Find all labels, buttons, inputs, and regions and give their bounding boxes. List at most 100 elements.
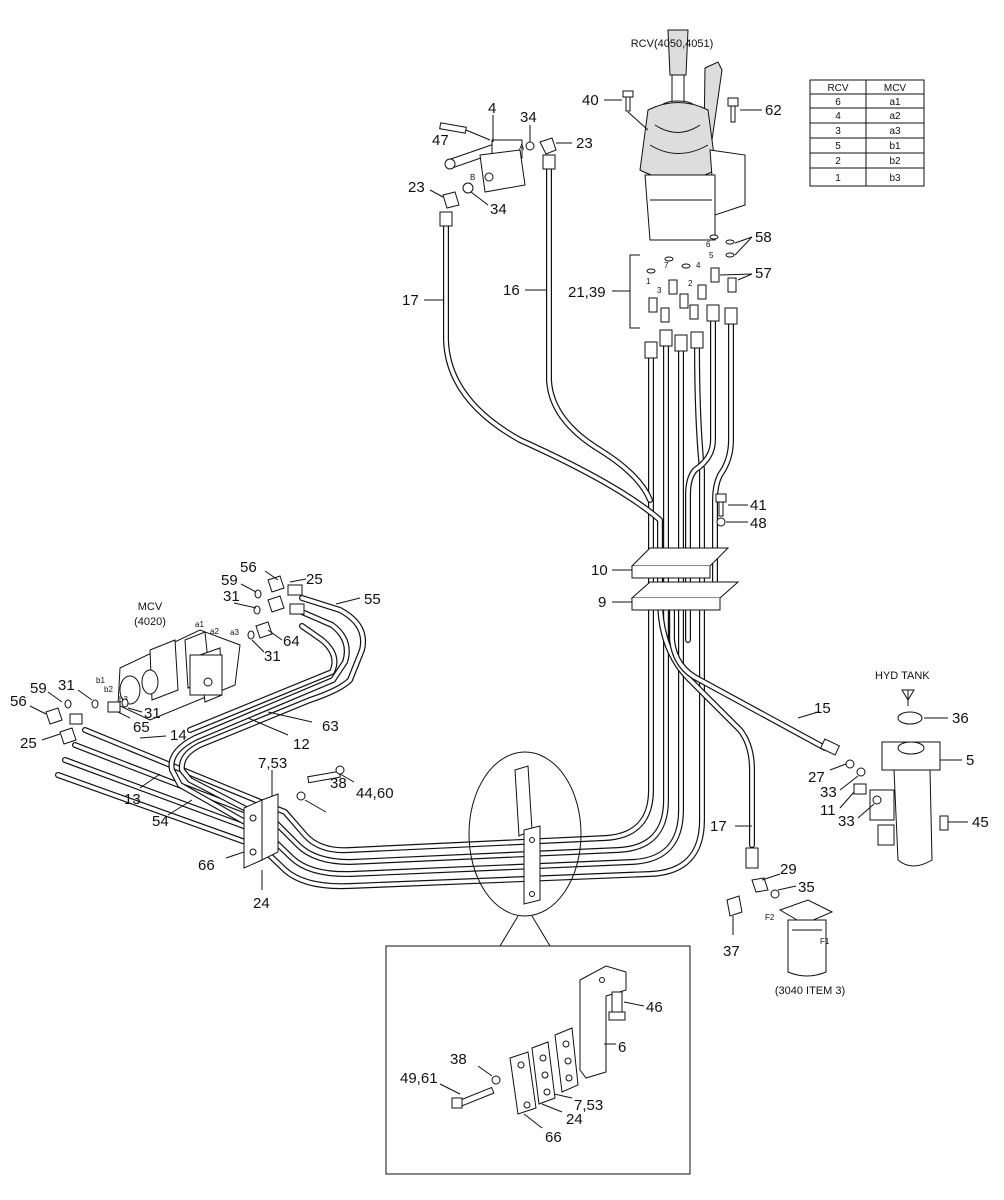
callout-17-lower: 17 (710, 818, 727, 835)
table-cell: 5 (835, 141, 841, 152)
callout-31-lower-b: 31 (144, 705, 161, 722)
callout-21-39: 21,39 (568, 284, 606, 301)
port-a2-label: a2 (210, 627, 219, 636)
callout-59-upper: 59 (221, 572, 238, 589)
callout-66-lower: 66 (545, 1129, 562, 1146)
port-b2-label: b2 (104, 685, 113, 694)
valve-4: 4 47 A B 34 23 23 34 (408, 100, 593, 218)
callout-16: 16 (503, 282, 520, 299)
hyd-tank-label: HYD TANK (875, 670, 930, 682)
callout-66-upper: 66 (198, 857, 215, 874)
callout-29: 29 (780, 861, 797, 878)
callout-36: 36 (952, 710, 969, 727)
filter-ref-label: (3040 ITEM 3) (775, 985, 845, 997)
table-cell: 2 (835, 156, 841, 167)
rcv-label: RCV(4050,4051) (631, 38, 714, 50)
callout-13: 13 (124, 791, 141, 808)
port-4-label: 4 (696, 261, 701, 270)
mcv-left-fittings: 59 31 56 65 31 25 14 13 54 (10, 677, 193, 830)
mcv-label: MCV (138, 601, 163, 613)
callout-31-lower-a: 31 (58, 677, 75, 694)
port-7-label: 7 (664, 261, 669, 270)
table-cell: b1 (889, 141, 901, 152)
callout-10: 10 (591, 562, 608, 579)
callout-15: 15 (814, 700, 831, 717)
table-header-rcv: RCV (827, 83, 848, 94)
rcv-port-fittings: 21,39 1 2 3 4 5 6 7 58 57 (568, 229, 772, 329)
bolt-62: 62 (727, 97, 782, 123)
callout-12: 12 (293, 736, 310, 753)
callout-62: 62 (765, 102, 782, 119)
callout-64: 64 (283, 633, 300, 650)
clamp-left: 7,53 66 24 44,60 38 (198, 755, 394, 912)
mcv-loop-pipes: 55 63 12 (168, 591, 381, 825)
rcv-mcv-table: RCV MCV 6 a1 4 a2 3 a3 5 b1 2 b2 1 b3 (809, 79, 925, 187)
port-6-label: 6 (706, 240, 711, 249)
callout-31-upper-b: 31 (264, 648, 281, 665)
callout-31-upper: 31 (223, 588, 240, 605)
callout-14: 14 (170, 727, 187, 744)
table-cell: a1 (889, 97, 901, 108)
callout-33-lower: 33 (838, 813, 855, 830)
callout-4: 4 (488, 100, 496, 117)
callout-41: 41 (750, 497, 767, 514)
port-a3-label: a3 (230, 628, 239, 637)
table-header-mcv: MCV (884, 83, 907, 94)
callout-38-lower: 38 (450, 1051, 467, 1068)
callout-7-53-lower: 7,53 (574, 1097, 603, 1114)
mcv-block: MCV (4020) a1 a2 a3 b1 b2 b3 (96, 601, 241, 721)
callout-54: 54 (152, 813, 169, 830)
filter-assembly: 17 29 35 37 F2 F1 (3040 ITEM 3) (710, 818, 845, 997)
detail-ellipse (468, 751, 582, 947)
rcv-joystick: RCV(4050,4051) (631, 29, 746, 241)
port-1-label: 1 (646, 277, 651, 286)
table-cell: b3 (889, 173, 901, 184)
table-cell: 4 (835, 111, 841, 122)
callout-57: 57 (755, 265, 772, 282)
callout-65: 65 (133, 719, 150, 736)
callout-46: 46 (646, 999, 663, 1016)
callout-56-lower: 56 (10, 693, 27, 710)
callout-59-lower: 59 (30, 680, 47, 697)
table-cell: 1 (835, 173, 841, 184)
callout-55: 55 (364, 591, 381, 608)
port-f2-label: F2 (765, 913, 775, 922)
callout-7-53-upper: 7,53 (258, 755, 287, 772)
port-2-label: 2 (688, 279, 693, 288)
callout-45: 45 (972, 814, 989, 831)
table-cell: a3 (889, 126, 901, 137)
callout-23-upper: 23 (576, 135, 593, 152)
mounting-plates: 10 9 41 48 (591, 493, 767, 611)
callout-48: 48 (750, 515, 767, 532)
callout-56-upper: 56 (240, 559, 257, 576)
callout-9: 9 (598, 594, 606, 611)
port-f1-label: F1 (820, 937, 830, 946)
callout-34-upper: 34 (520, 109, 537, 126)
callout-40: 40 (582, 92, 599, 109)
port-b1-label: b1 (96, 676, 105, 685)
callout-23-lower: 23 (408, 179, 425, 196)
table-cell: b2 (889, 156, 901, 167)
callout-35: 35 (798, 879, 815, 896)
port-b-label: B (470, 173, 475, 182)
callout-6: 6 (618, 1039, 626, 1056)
callout-17-upper: 17 (402, 292, 419, 309)
table-cell: 3 (835, 126, 841, 137)
callout-33-upper: 33 (820, 784, 837, 801)
pipe-bundle-main: 17 16 (55, 154, 828, 890)
mcv-upper-fittings: 56 25 59 31 64 31 (221, 559, 323, 665)
callout-49-61: 49,61 (400, 1070, 438, 1087)
callout-58: 58 (755, 229, 772, 246)
detail-box: 6 46 7,53 24 66 38 49,61 (385, 945, 691, 1175)
callout-27: 27 (808, 769, 825, 786)
callout-25-lower: 25 (20, 735, 37, 752)
callout-44-60: 44,60 (356, 785, 394, 802)
callout-34-lower: 34 (490, 201, 507, 218)
table-cell: 6 (835, 97, 841, 108)
port-a-label: A (519, 143, 525, 152)
port-5-label: 5 (709, 251, 714, 260)
callout-5: 5 (966, 752, 974, 769)
callout-63: 63 (322, 718, 339, 735)
bolt-40: 40 (582, 90, 649, 131)
mcv-number-label: (4020) (134, 616, 166, 628)
